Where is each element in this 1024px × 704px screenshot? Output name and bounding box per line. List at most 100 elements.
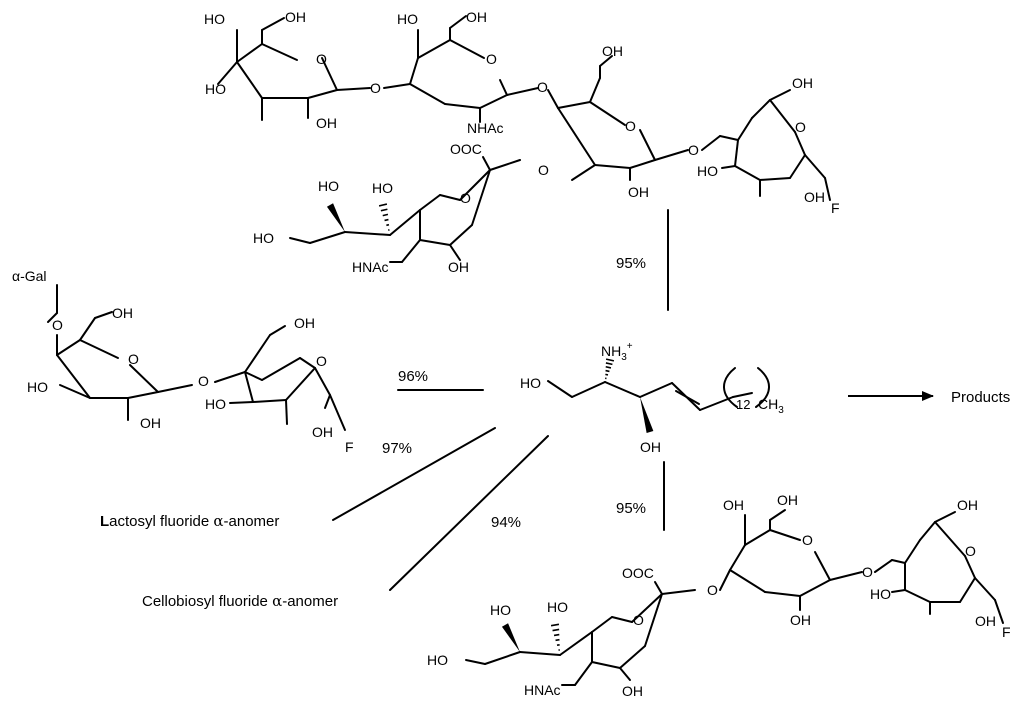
- bond: [449, 224, 473, 246]
- bond: [571, 164, 596, 181]
- atom-label: O: [486, 51, 497, 67]
- bond: [389, 435, 549, 591]
- bond: [764, 591, 801, 597]
- bond: [129, 364, 159, 393]
- bond: [759, 177, 791, 181]
- bond: [675, 390, 700, 405]
- bond: [94, 311, 113, 319]
- bond: [482, 156, 491, 171]
- bond: [56, 339, 81, 356]
- bond: [47, 312, 58, 323]
- hashed-bond: [605, 369, 610, 373]
- bond: [604, 381, 641, 398]
- yield-cellobiosyl: 94%: [491, 514, 521, 531]
- bond: [631, 593, 663, 623]
- atom-label: OOC: [622, 565, 654, 581]
- bond: [824, 177, 831, 201]
- bond: [309, 231, 346, 244]
- hashed-bond: [605, 362, 613, 366]
- atom-label: OH: [316, 115, 337, 131]
- yield-gm1: 95%: [616, 255, 646, 272]
- yield-gm3: 95%: [616, 500, 646, 517]
- bond: [329, 394, 346, 431]
- hashed-bond: [555, 638, 560, 642]
- atom-label: HO: [547, 599, 568, 615]
- bond: [314, 367, 331, 396]
- bond: [619, 645, 646, 669]
- bond: [479, 94, 508, 109]
- bond: [547, 89, 559, 109]
- bond: [519, 651, 561, 656]
- bond: [419, 239, 451, 246]
- bond: [244, 371, 263, 381]
- atom-label: OH: [790, 612, 811, 628]
- atom-label: OH: [804, 189, 825, 205]
- atom-label: O: [316, 51, 327, 67]
- yield-alpha-gal: 96%: [398, 368, 428, 385]
- bond: [127, 391, 159, 399]
- bond: [459, 169, 491, 201]
- atom-label: O: [128, 351, 139, 367]
- hashed-bond: [553, 633, 560, 637]
- atom-label: HO: [397, 11, 418, 27]
- bond: [934, 511, 956, 523]
- atom-label: O: [198, 373, 209, 389]
- hashed-bond: [378, 203, 388, 207]
- bond: [236, 43, 263, 63]
- bond: [157, 384, 193, 393]
- bond: [769, 89, 791, 101]
- atom-label: O: [802, 532, 813, 548]
- bond: [751, 99, 771, 119]
- bond: [439, 194, 461, 201]
- bond: [589, 101, 626, 126]
- bond: [321, 57, 338, 91]
- bond: [383, 83, 411, 89]
- atom-label: HO: [205, 396, 226, 412]
- atom-label: F: [831, 200, 840, 216]
- bond: [244, 371, 254, 403]
- bond: [814, 551, 831, 581]
- bond: [261, 17, 285, 31]
- atom-label: HO: [372, 180, 393, 196]
- atom-label: OH: [777, 492, 798, 508]
- bond: [904, 589, 931, 603]
- atom-label: O: [537, 79, 548, 95]
- atom-label: OH: [957, 497, 978, 513]
- bond: [229, 401, 254, 404]
- bond: [557, 101, 591, 109]
- atom-label: HNAc: [352, 259, 389, 275]
- atom-label: OH: [466, 9, 487, 25]
- atom-label: HO: [490, 602, 511, 618]
- atom-label: F: [345, 439, 354, 455]
- bond: [744, 529, 771, 546]
- chain-repeat-count: 12: [736, 397, 750, 412]
- bond: [574, 661, 593, 686]
- bond: [934, 521, 966, 557]
- bond: [829, 571, 863, 581]
- atom-label: O: [370, 80, 381, 96]
- atom-label: HO: [318, 178, 339, 194]
- bond: [959, 577, 976, 603]
- bond: [285, 399, 288, 425]
- bond: [261, 43, 298, 61]
- bond: [661, 589, 696, 595]
- bond: [261, 357, 301, 381]
- bond: [719, 569, 731, 591]
- bond: [769, 509, 786, 521]
- bond: [769, 99, 796, 133]
- bond: [769, 529, 801, 541]
- wedge-bond: [640, 397, 654, 433]
- bond: [336, 87, 371, 91]
- atom-label: HO: [697, 163, 718, 179]
- bond: [994, 599, 1004, 624]
- bond: [409, 83, 446, 105]
- bond: [594, 164, 631, 169]
- atom-label: O: [316, 353, 327, 369]
- bond: [449, 15, 467, 29]
- bond: [591, 616, 613, 633]
- bond: [611, 616, 633, 623]
- atom-label: HO: [27, 379, 48, 395]
- bond: [236, 61, 263, 99]
- atom-label: O: [625, 118, 636, 134]
